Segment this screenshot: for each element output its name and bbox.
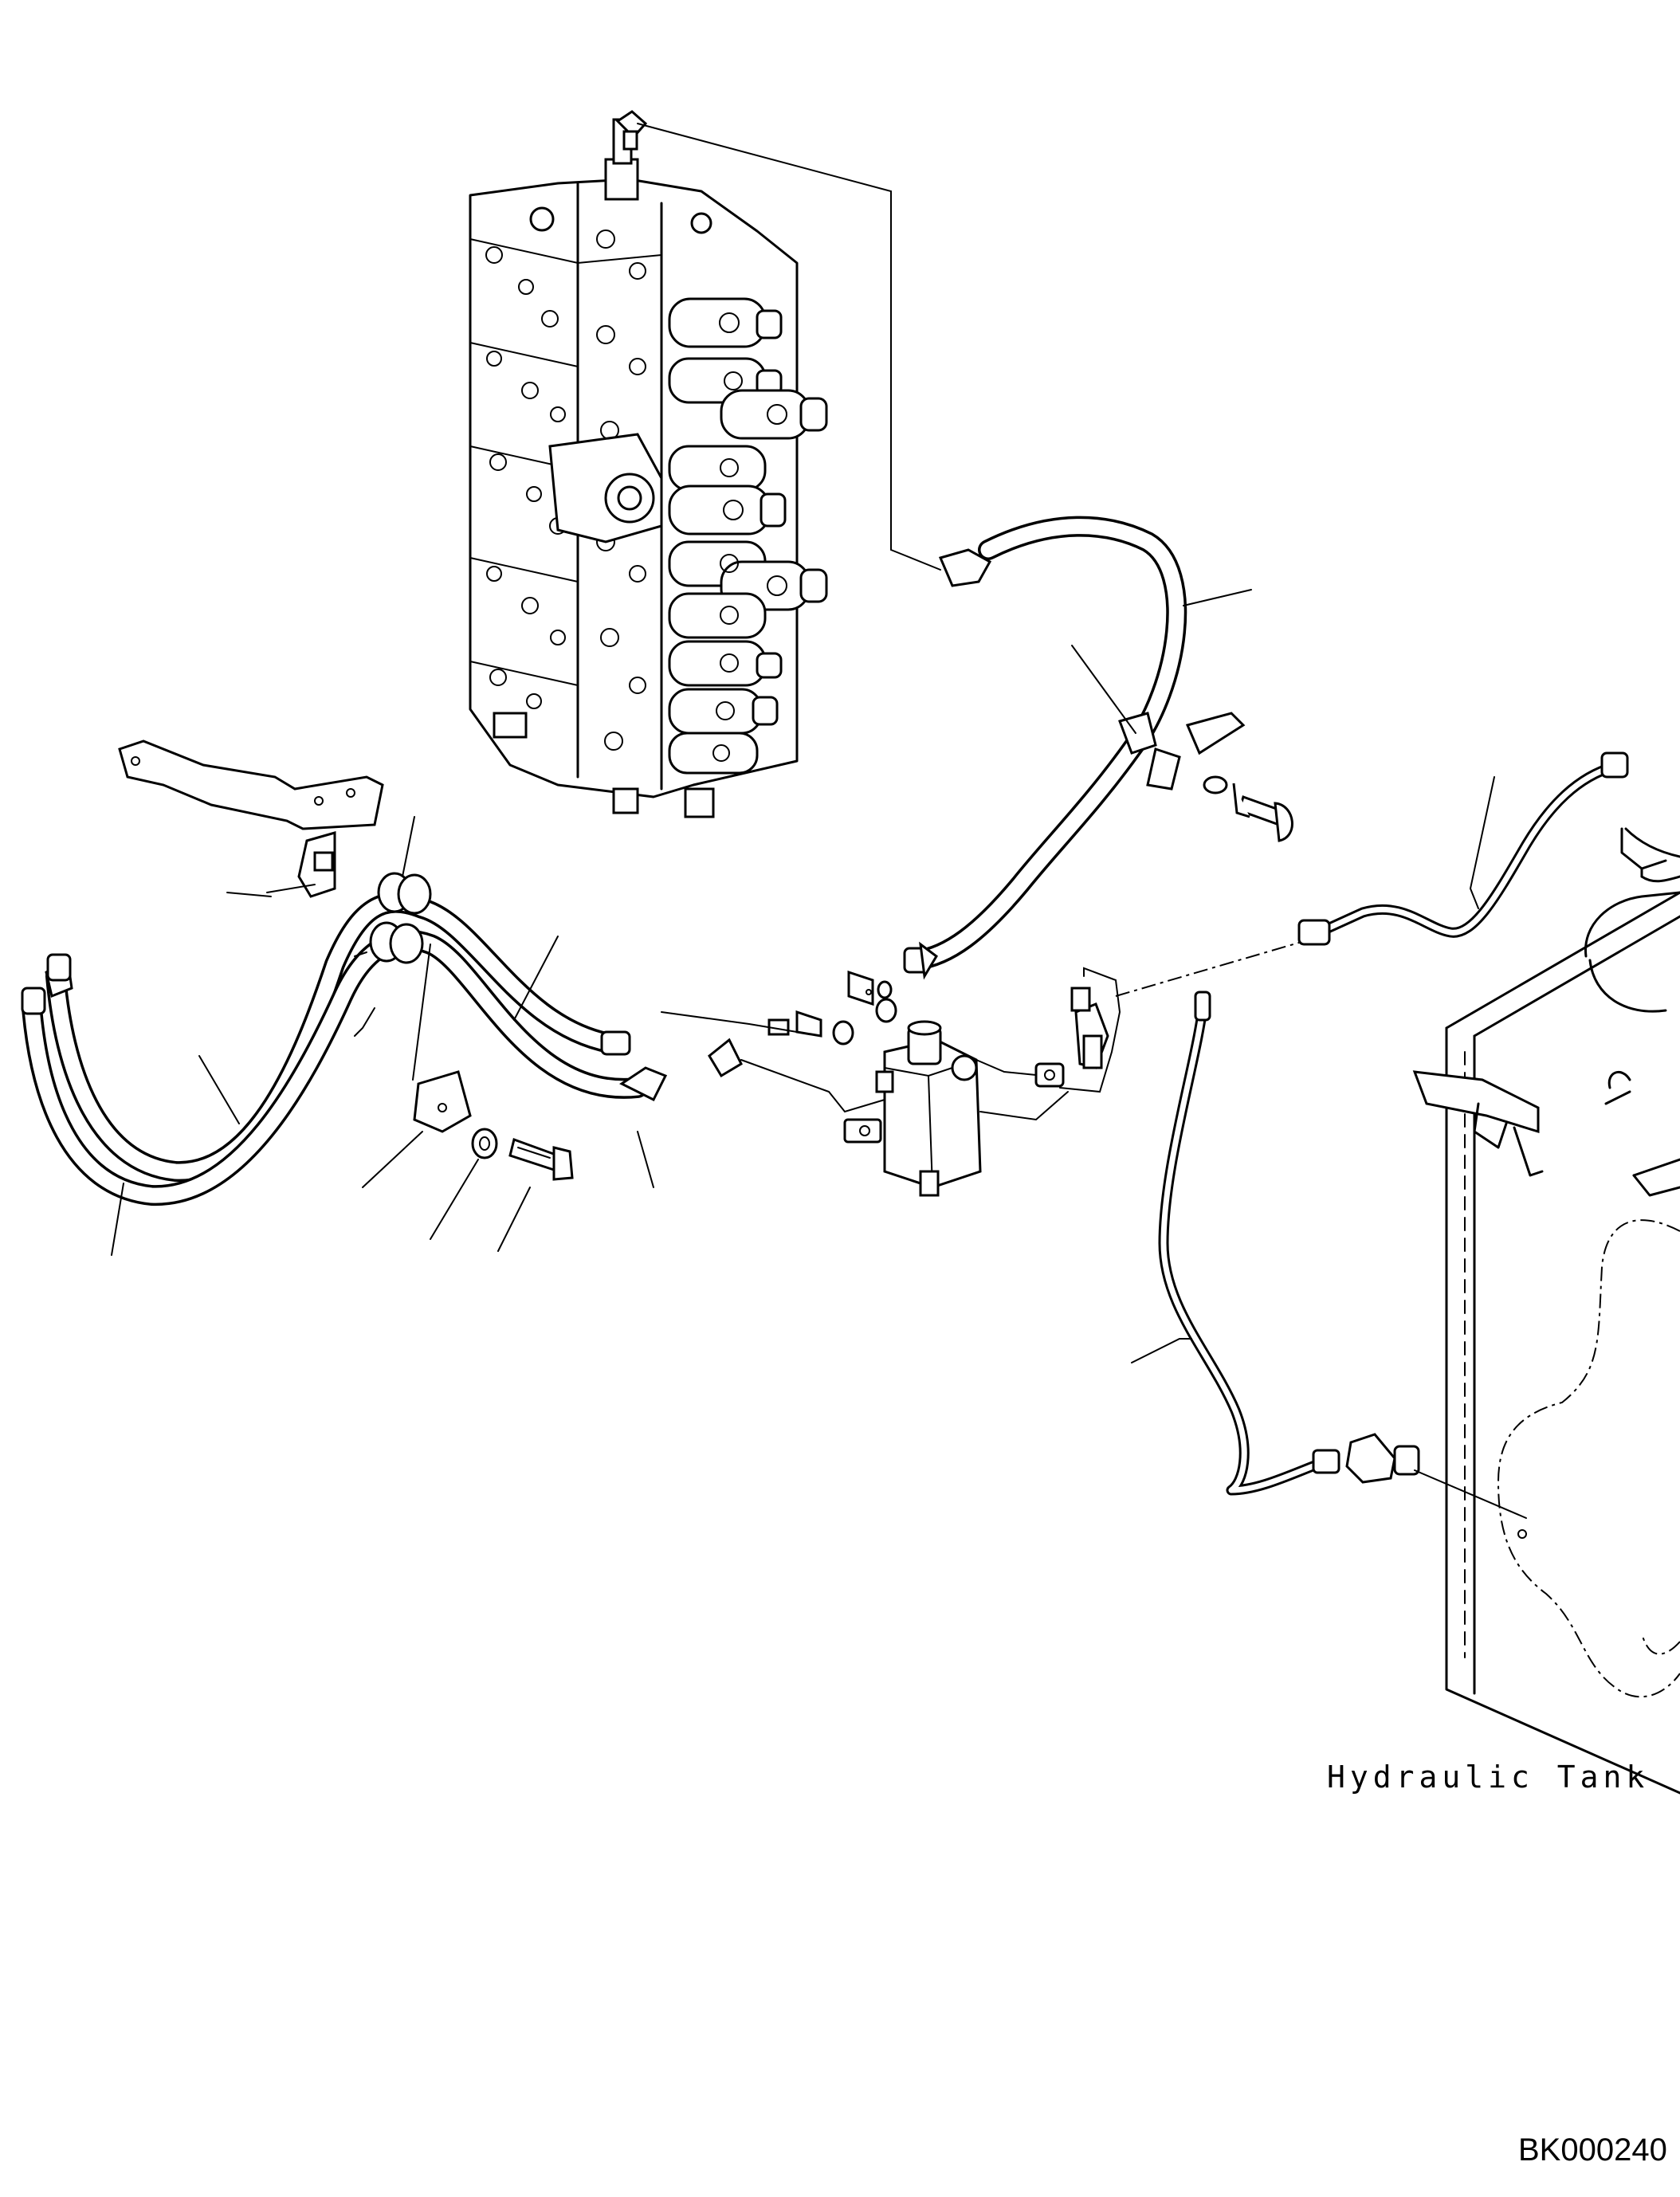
connection-line [637,123,941,571]
hose-to-tank [1158,991,1340,1496]
solenoid-valve-block [843,1020,982,1197]
block-fittings [708,970,1065,1088]
hose-pair-left [21,892,668,1206]
hose-clamp-left [297,831,472,1133]
hose-grommets [369,872,432,964]
drawing-code: BK000240 [1518,2132,1667,2168]
mounting-bracket [118,740,384,830]
callout-leaders [111,589,1495,1363]
valve-elbow-fitting [615,110,648,151]
clamp-bolt-assembly [1146,712,1293,842]
valve-spools [668,297,828,775]
tank-elbow-fitting [1345,1433,1527,1539]
tee-fitting [1070,987,1109,1069]
washer-bolt-left [471,1128,574,1181]
steel-tube-upper [1297,751,1629,946]
control-valve [469,118,828,818]
hydraulic-tank [1412,827,1680,1795]
tank-label: Hydraulic Tank [1327,1760,1650,1795]
